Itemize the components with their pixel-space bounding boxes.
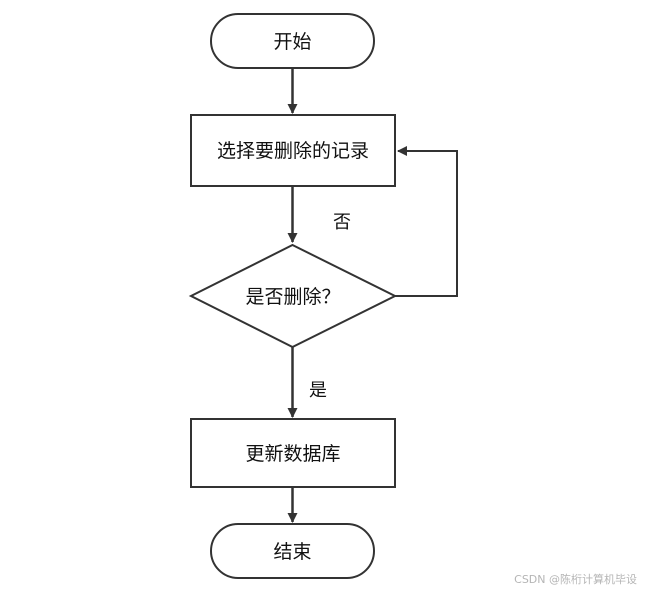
start-node: 开始: [210, 13, 375, 69]
end-node: 结束: [210, 523, 375, 579]
no-label: 否: [333, 212, 351, 233]
update-database-node: 更新数据库: [190, 418, 396, 488]
update-database-label: 更新数据库: [245, 443, 340, 465]
decision-node: 是否删除？: [188, 243, 398, 349]
yes-label: 是: [309, 380, 327, 401]
decision-label: 是否删除？: [245, 286, 340, 308]
end-label: 结束: [273, 541, 311, 563]
select-record-node: 选择要删除的记录: [190, 114, 396, 187]
watermark: CSDN @陈桁计算机毕设: [514, 573, 637, 586]
arrow-decision-loop-back: [395, 146, 458, 297]
start-label: 开始: [273, 31, 311, 53]
select-record-label: 选择要删除的记录: [217, 140, 369, 162]
